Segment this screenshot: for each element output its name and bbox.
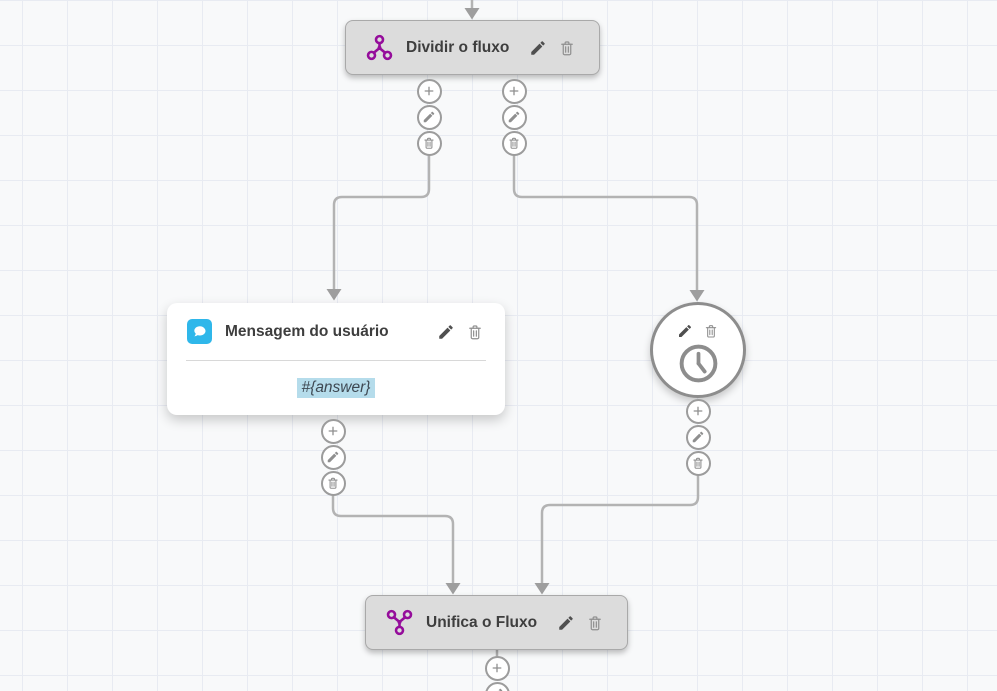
node-user-message[interactable]: Mensagem do usuário #{answer} (167, 303, 505, 415)
connector-divide-to-wait (512, 153, 699, 291)
trash-icon[interactable] (416, 130, 442, 156)
node-title: Dividir o fluxo (406, 38, 510, 56)
node-title: Unifica o Fluxo (426, 613, 538, 631)
trash-icon[interactable] (557, 38, 577, 58)
connector-message-to-merge (331, 494, 455, 584)
card-header: Mensagem do usuário (167, 303, 505, 360)
node-actions (556, 613, 605, 633)
port-group-divide-left (416, 78, 442, 156)
card-body: #{answer} (167, 361, 505, 415)
trash-icon[interactable] (585, 613, 605, 633)
pencil-icon[interactable] (501, 104, 527, 130)
plus-icon[interactable] (320, 418, 346, 444)
merge-flow-icon (386, 609, 413, 636)
arrowhead-into-merge-left (445, 583, 461, 595)
node-wait-timer[interactable] (650, 302, 746, 398)
node-actions (677, 322, 720, 339)
port-group-wait (685, 398, 711, 476)
port-group-message (320, 418, 346, 496)
pencil-icon[interactable] (320, 444, 346, 470)
pencil-icon[interactable] (416, 104, 442, 130)
arrowhead-into-wait (689, 290, 705, 302)
node-title: Mensagem do usuário (225, 322, 389, 340)
card-divider (186, 360, 486, 361)
node-merge-flow[interactable]: Unifica o Fluxo (365, 595, 628, 650)
plus-icon[interactable] (501, 78, 527, 104)
clock-icon (679, 344, 717, 383)
connector-divide-to-message (332, 153, 431, 290)
node-divide-flow[interactable]: Dividir o fluxo (345, 20, 600, 75)
connector-wait-to-merge (540, 475, 700, 584)
plus-icon[interactable] (685, 398, 711, 424)
node-actions (528, 38, 577, 58)
trash-icon[interactable] (703, 322, 720, 339)
pencil-icon[interactable] (484, 681, 510, 691)
split-flow-icon (366, 34, 393, 61)
trash-icon[interactable] (501, 130, 527, 156)
chat-bubble-icon (187, 319, 212, 344)
pencil-icon[interactable] (685, 424, 711, 450)
port-group-merge (484, 655, 510, 691)
arrowhead-into-divide (464, 8, 480, 20)
port-group-divide-right (501, 78, 527, 156)
pencil-icon[interactable] (556, 613, 576, 633)
arrowhead-into-message (326, 289, 342, 301)
trash-icon[interactable] (685, 450, 711, 476)
pencil-icon[interactable] (528, 38, 548, 58)
trash-icon[interactable] (465, 322, 485, 342)
pencil-icon[interactable] (677, 322, 694, 339)
node-actions (436, 322, 485, 342)
pencil-icon[interactable] (436, 322, 456, 342)
plus-icon[interactable] (416, 78, 442, 104)
message-variable-value: #{answer} (296, 378, 376, 398)
trash-icon[interactable] (320, 470, 346, 496)
plus-icon[interactable] (484, 655, 510, 681)
arrowhead-into-merge-right (534, 583, 550, 595)
